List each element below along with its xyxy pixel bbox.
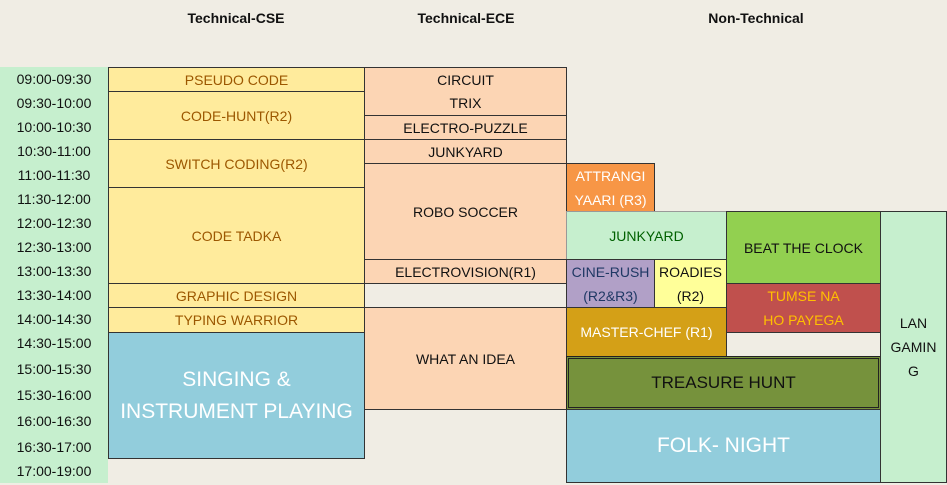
time-slot: 13:30-14:00	[16, 287, 92, 303]
header-technical-ece: Technical-ECE	[417, 10, 515, 26]
event-graphic-design[interactable]: GRAPHIC DESIGN	[108, 283, 365, 308]
time-slot: 17:00-19:00	[16, 463, 92, 479]
time-slot: 16:00-16:30	[16, 413, 92, 429]
event-electrovision[interactable]: ELECTROVISION(R1)	[364, 259, 567, 284]
time-slot: 09:00-09:30	[16, 71, 92, 87]
time-slot: 16:30-17:00	[16, 439, 92, 455]
event-lan-gaming[interactable]: LAN GAMIN G	[880, 211, 947, 483]
event-electro-puzzle[interactable]: ELECTRO-PUZZLE	[364, 115, 567, 140]
event-roadies[interactable]: ROADIES (R2)	[654, 259, 727, 308]
event-cine-rush[interactable]: CINE-RUSH (R2&R3)	[566, 259, 655, 308]
event-attrangi-yaari[interactable]: ATTRANGI YAARI (R3)	[566, 163, 655, 212]
event-tumse-na-ho-payega[interactable]: TUMSE NA HO PAYEGA	[726, 283, 881, 333]
time-slot: 15:00-15:30	[16, 361, 92, 377]
time-slot: 15:30-16:00	[16, 387, 92, 403]
time-slot: 12:30-13:00	[16, 239, 92, 255]
header-non-technical: Non-Technical	[708, 10, 804, 26]
time-slot: 12:00-12:30	[16, 215, 92, 231]
event-pseudo-code[interactable]: PSEUDO CODE	[108, 67, 365, 92]
time-column: 09:00-09:30 09:30-10:00 10:00-10:30 10:30-1…	[0, 67, 108, 483]
event-code-tadka[interactable]: CODE TADKA	[108, 187, 365, 284]
event-master-chef[interactable]: MASTER-CHEF (R1)	[566, 307, 727, 357]
time-slot: 11:30-12:00	[17, 191, 91, 207]
event-singing-instrument[interactable]: SINGING & INSTRUMENT PLAYING	[108, 332, 365, 459]
time-slot: 09:30-10:00	[16, 95, 92, 111]
time-slot: 14:30-15:00	[16, 335, 92, 351]
event-junkyard-ece[interactable]: JUNKYARD	[364, 139, 567, 164]
time-slot: 13:00-13:30	[16, 263, 92, 279]
event-circuit[interactable]: CIRCUIT	[364, 67, 567, 92]
time-slot: 10:00-10:30	[16, 119, 92, 135]
event-typing-warrior[interactable]: TYPING WARRIOR	[108, 307, 365, 333]
event-junkyard-nontech[interactable]: JUNKYARD	[566, 211, 727, 260]
event-code-hunt[interactable]: CODE-HUNT(R2)	[108, 91, 365, 140]
event-switch-coding[interactable]: SWITCH CODING(R2)	[108, 139, 365, 188]
time-slot: 14:00-14:30	[16, 311, 92, 327]
time-slot: 11:00-11:30	[17, 167, 91, 183]
event-folk-night[interactable]: FOLK- NIGHT	[566, 409, 881, 483]
time-slot: 10:30-11:00	[17, 143, 91, 159]
header-technical-cse: Technical-CSE	[187, 10, 285, 26]
event-what-an-idea[interactable]: WHAT AN IDEA	[364, 307, 567, 410]
event-treasure-hunt[interactable]: TREASURE HUNT	[566, 356, 881, 410]
event-robo-soccer[interactable]: ROBO SOCCER	[364, 163, 567, 260]
event-trix[interactable]: TRIX	[364, 91, 567, 116]
event-beat-the-clock[interactable]: BEAT THE CLOCK	[726, 211, 881, 284]
